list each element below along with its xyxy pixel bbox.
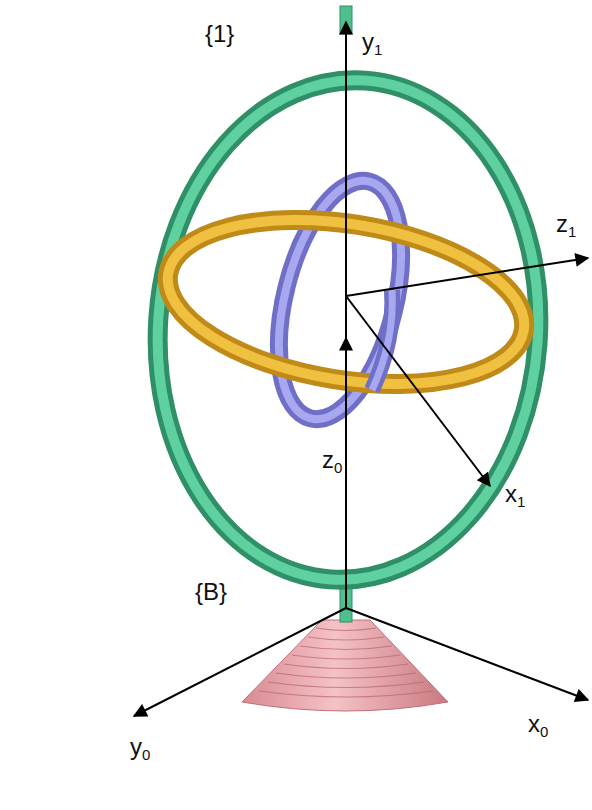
base-cone: [242, 620, 448, 711]
axis-label: x1: [505, 482, 525, 509]
axis-label: z1: [556, 212, 576, 239]
outer-gimbal: [141, 67, 555, 592]
axis-label: y1: [362, 30, 382, 57]
axis-label: x0: [528, 712, 548, 739]
coordinate-axes: [134, 22, 588, 716]
axis-label: z0: [322, 448, 342, 475]
frame-label: {1}: [205, 22, 234, 46]
frame-label: {B}: [195, 580, 227, 604]
axis-label: y0: [130, 735, 150, 762]
